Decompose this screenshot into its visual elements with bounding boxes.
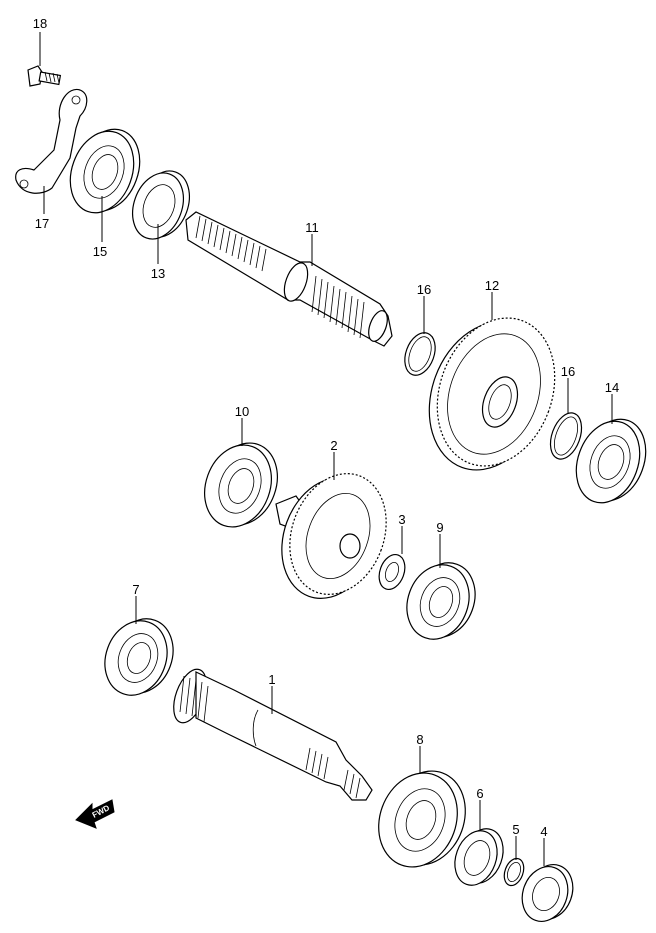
part-12-driven-gear[interactable]: [409, 301, 574, 486]
callout-labels: 1 2 3 4 5 6 7 8 9 10 11 12 13 14 15 16 1…: [33, 16, 619, 839]
part-6-oil-seal[interactable]: [448, 823, 511, 891]
part-15-bearing[interactable]: [59, 120, 150, 221]
callout-17: 17: [35, 216, 49, 231]
callout-10: 10: [235, 404, 249, 419]
callout-13: 13: [151, 266, 165, 281]
part-13-oil-seal[interactable]: [124, 164, 198, 246]
callout-6: 6: [476, 786, 483, 801]
part-11-driven-shaft[interactable]: [185, 211, 393, 347]
part-14-bearing[interactable]: [565, 410, 656, 511]
part-2-countershaft-gear[interactable]: [266, 460, 403, 612]
part-1-drive-shaft[interactable]: [167, 665, 373, 801]
callout-4: 4: [540, 824, 547, 839]
callout-16-upper: 16: [417, 282, 431, 297]
part-16-circlip-upper[interactable]: [399, 329, 440, 380]
callout-12: 12: [485, 278, 499, 293]
part-5-circlip[interactable]: [501, 856, 527, 888]
part-10-bearing[interactable]: [194, 434, 289, 537]
part-7-bearing[interactable]: [95, 610, 183, 704]
part-18-screw[interactable]: [27, 65, 62, 87]
callout-3: 3: [398, 512, 405, 527]
part-8-bearing[interactable]: [366, 760, 478, 878]
callout-16-lower: 16: [561, 364, 575, 379]
part-4-bearing[interactable]: [515, 858, 580, 928]
part-3-washer[interactable]: [375, 551, 410, 593]
leader-lines: [39, 32, 613, 866]
part-17-bracket-plate[interactable]: [15, 88, 88, 194]
callout-18: 18: [33, 16, 47, 31]
callout-2: 2: [330, 438, 337, 453]
callout-14: 14: [605, 380, 619, 395]
callout-11: 11: [305, 220, 319, 235]
callout-7: 7: [132, 582, 139, 597]
callout-5: 5: [512, 822, 519, 837]
callout-8: 8: [416, 732, 423, 747]
callout-15: 15: [93, 244, 107, 259]
callout-1: 1: [268, 672, 275, 687]
fwd-arrow-icon: FWD: [75, 799, 115, 829]
part-16-circlip-lower[interactable]: [545, 409, 588, 464]
callout-9: 9: [436, 520, 443, 535]
part-9-bearing[interactable]: [397, 554, 485, 648]
